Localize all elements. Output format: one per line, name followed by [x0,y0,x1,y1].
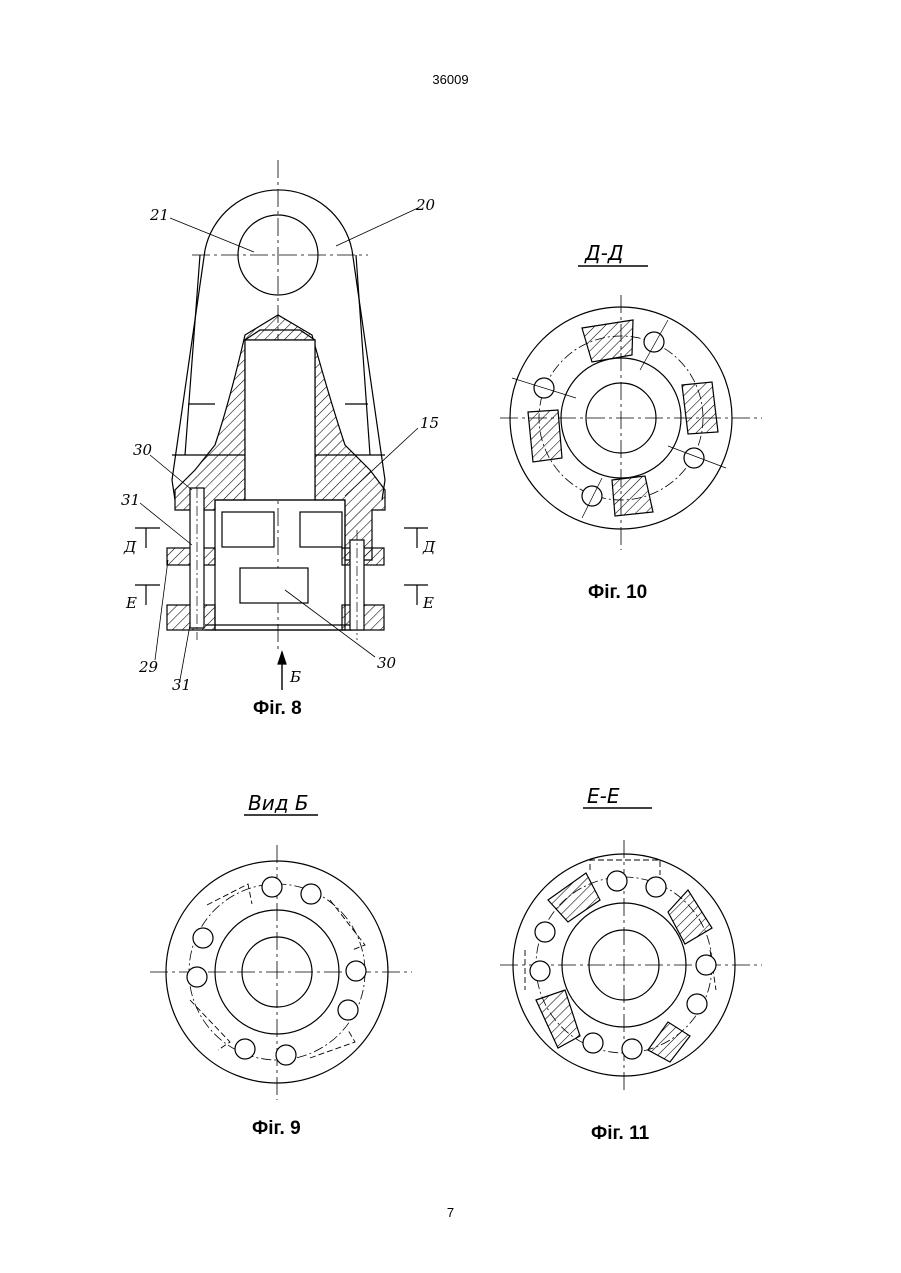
figure-11-drawing [500,808,762,1090]
figure-10-title: Д-Д [584,241,623,265]
figure-8-caption: Фіг. 8 [253,698,302,719]
figure-10-caption: Фіг. 10 [588,582,647,603]
label-30-top: 30 [133,441,153,459]
label-20: 20 [415,196,436,214]
label-21: 21 [149,206,169,224]
label-section-D-left: Д [123,538,137,556]
label-15: 15 [420,414,439,432]
label-30-bottom: 30 [377,654,397,672]
page-number: 7 [0,1205,901,1220]
label-section-D-right: Д [422,538,436,556]
label-29: 29 [138,658,159,676]
figure-9-caption: Фіг. 9 [252,1118,301,1139]
label-31-top: 31 [121,491,140,509]
label-section-E-left: Е [125,594,137,612]
figure-9-title: Вид Б [248,791,309,815]
label-view-B: Б [289,668,301,686]
label-31-bottom: 31 [172,676,191,694]
figure-11-caption: Фіг. 11 [591,1123,650,1144]
figure-9-drawing [150,815,412,1100]
label-section-E-right: Е [422,594,434,612]
figure-8-drawing [135,160,428,690]
figure-11-title: Е-Е [587,784,620,808]
figure-10-drawing [500,266,762,550]
